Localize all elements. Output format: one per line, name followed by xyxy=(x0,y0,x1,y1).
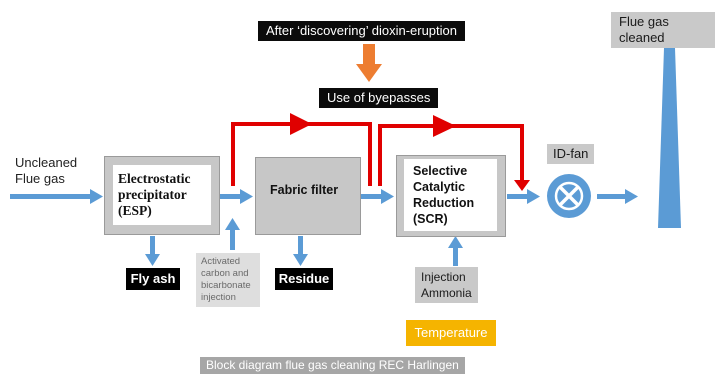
esp-label-line-3: (ESP) xyxy=(118,203,152,218)
injection-ammonia-label: Injection Ammonia xyxy=(415,267,478,303)
id-fan-icon xyxy=(547,174,591,218)
activated-line-3: bicarbonate xyxy=(201,280,251,291)
filter-to-scr-arrow xyxy=(361,189,394,204)
residue-arrow xyxy=(293,236,308,266)
fly-ash-arrow xyxy=(145,236,160,266)
scr-unit-inner: Selective Catalytic Reduction (SCR) xyxy=(404,159,497,231)
esp-unit-inner: Electrostatic precipitator (ESP) xyxy=(113,165,211,225)
byepasses-label: Use of byepasses xyxy=(319,88,439,108)
activated-line-1: Activated xyxy=(201,256,241,267)
temperature-box: Temperature xyxy=(406,320,496,346)
orange-down-arrow xyxy=(356,44,382,82)
residue-box: Residue xyxy=(275,268,333,290)
scr-label-line-2: Catalytic xyxy=(413,180,466,194)
esp-label-line-2: precipitator xyxy=(118,187,187,202)
scr-label-line-3: Reduction xyxy=(413,196,475,210)
flue-gas-cleaned-label: Flue gas cleaned xyxy=(611,12,715,48)
uncleaned-line-2: Flue gas xyxy=(15,171,65,186)
activated-line-4: injection xyxy=(201,292,236,303)
uncleaned-line-1: Uncleaned xyxy=(15,155,78,170)
activated-carbon-label: Activated carbon and bicarbonate injecti… xyxy=(196,253,260,307)
dioxin-eruption-label: After ‘discovering’ dioxin-eruption xyxy=(258,21,466,41)
bypass-line-1 xyxy=(231,113,372,186)
scr-label-line-4: (SCR) xyxy=(413,212,448,226)
diagram-caption: Block diagram flue gas cleaning REC Harl… xyxy=(200,357,465,374)
ammonia-arrow xyxy=(448,236,463,266)
stack-chimney-icon xyxy=(658,48,681,228)
scr-to-fan-arrow xyxy=(507,189,540,204)
scr-label-line-1: Selective xyxy=(413,164,468,178)
esp-label-line-1: Electrostatic xyxy=(118,171,191,186)
inlet-arrow xyxy=(10,189,103,204)
activated-carbon-arrow xyxy=(225,218,240,250)
fabric-filter-label: Fabric filter xyxy=(270,183,339,197)
esp-to-filter-arrow xyxy=(220,189,253,204)
injection-line-1: Injection xyxy=(421,270,466,284)
fan-to-stack-arrow xyxy=(597,189,638,204)
bypass-line-2 xyxy=(378,115,530,191)
fly-ash-box: Fly ash xyxy=(126,268,180,290)
id-fan-label: ID-fan xyxy=(547,144,595,164)
activated-line-2: carbon and xyxy=(201,268,249,279)
fabric-filter-unit: Fabric filter xyxy=(255,157,361,235)
scr-unit: Selective Catalytic Reduction (SCR) xyxy=(396,155,506,237)
uncleaned-flue-gas-label: Uncleaned Flue gas xyxy=(15,155,77,187)
injection-line-2: Ammonia xyxy=(421,286,472,300)
esp-unit: Electrostatic precipitator (ESP) xyxy=(104,156,220,235)
